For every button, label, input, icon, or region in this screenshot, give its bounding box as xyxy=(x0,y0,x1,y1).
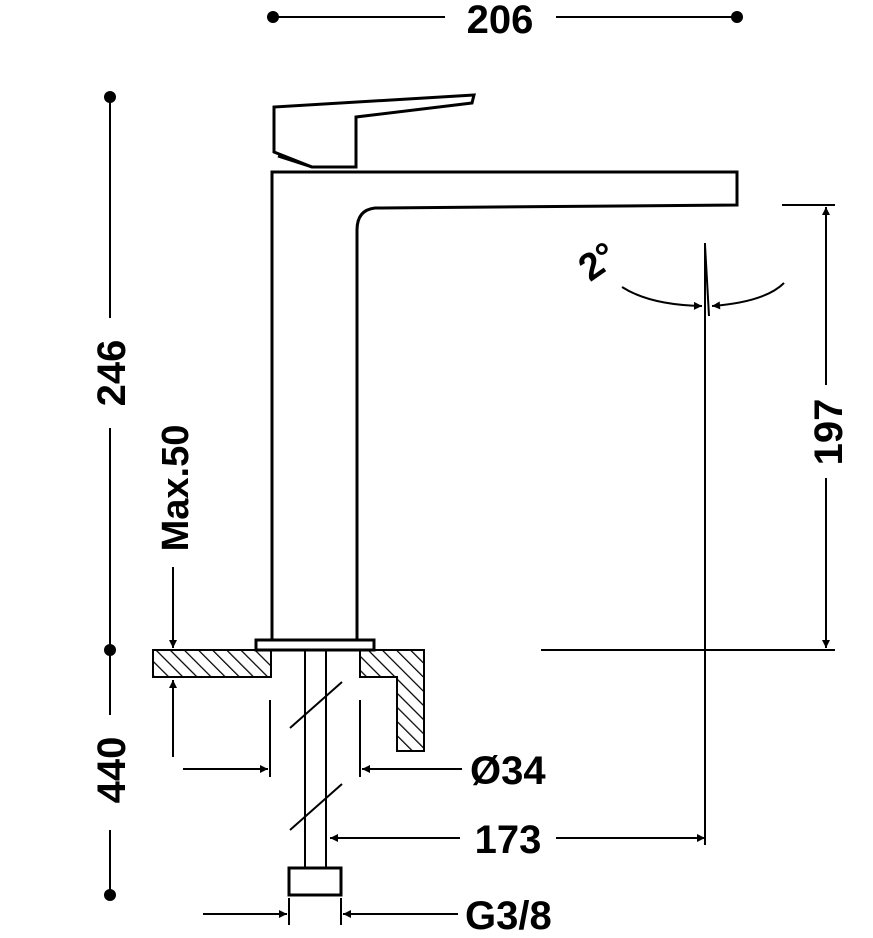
dimension-connection: G3/8 xyxy=(203,894,552,938)
countertop xyxy=(152,649,425,752)
connection-label: G3/8 xyxy=(465,894,552,938)
dimension-height-total: 246 xyxy=(90,91,134,656)
below-deck-label: 440 xyxy=(90,737,134,804)
dimension-max-deck: Max.50 xyxy=(155,425,197,757)
faucet-spout xyxy=(270,170,739,642)
spout-height-label: 197 xyxy=(807,399,851,466)
width-label: 206 xyxy=(467,0,534,42)
water-centerline xyxy=(704,243,710,845)
connection-nut xyxy=(287,866,343,897)
dimension-angle: 2° xyxy=(571,235,785,310)
hole-diameter-label: Ø34 xyxy=(470,749,546,793)
max-deck-label: Max.50 xyxy=(155,425,197,552)
dimension-reach: 173 xyxy=(330,818,705,862)
supply-hose xyxy=(287,650,343,897)
reach-label: 173 xyxy=(475,818,542,862)
dimension-below-deck: 440 xyxy=(90,650,134,901)
angle-label: 2° xyxy=(571,235,625,290)
faucet-lever-handle xyxy=(272,93,476,169)
height-total-label: 246 xyxy=(90,340,134,407)
dimension-hole-diameter: Ø34 xyxy=(183,700,546,793)
dimension-spout-height: 197 xyxy=(541,204,851,651)
dimension-width-top: 206 xyxy=(267,0,743,42)
faucet-body xyxy=(254,93,739,652)
